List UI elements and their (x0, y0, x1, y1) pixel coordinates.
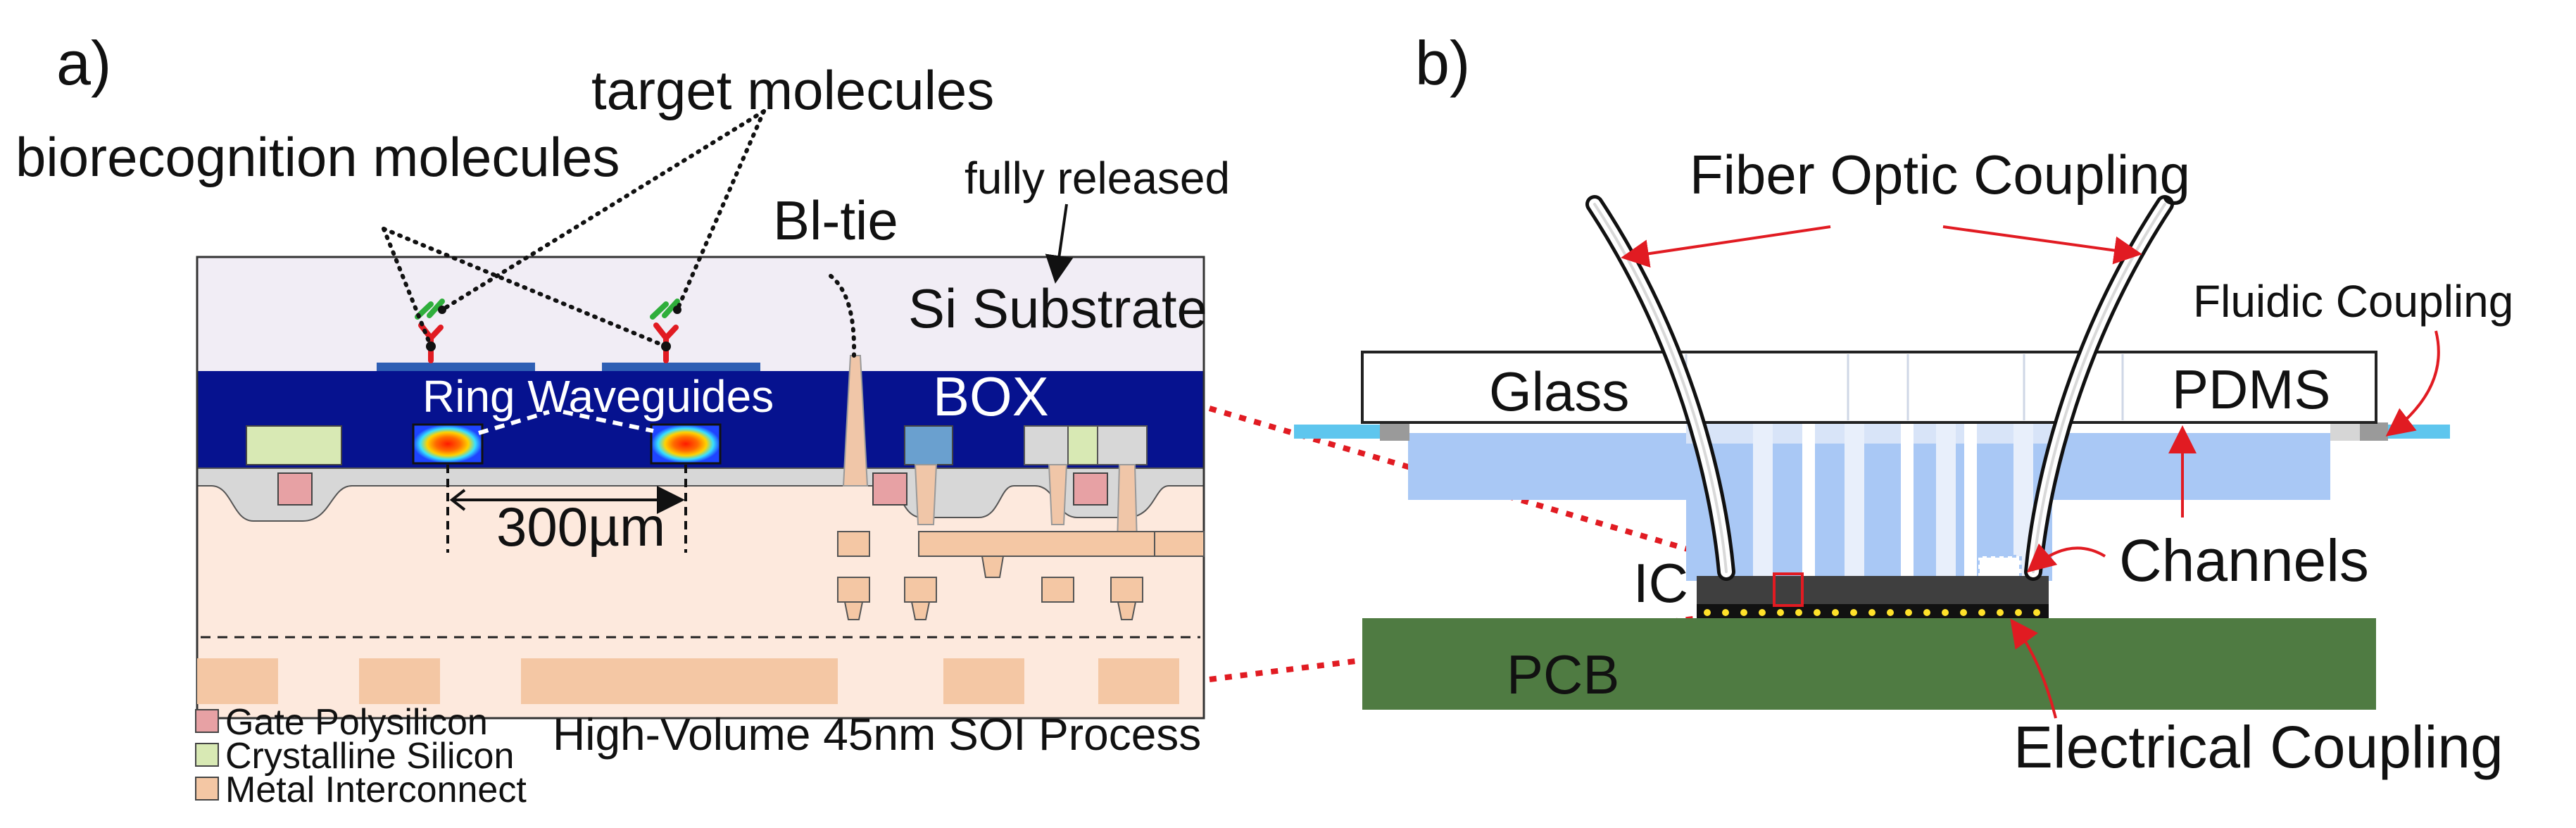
si-substrate-layer (196, 256, 1205, 375)
fiber-optic-coupling-label: Fiber Optic Coupling (1690, 144, 2190, 206)
legend-swatch-metal (195, 777, 219, 801)
pcb-board (1362, 618, 2376, 710)
crystalline-silicon-block (1067, 425, 1098, 465)
legend: Gate Polysilicon Crystalline Silicon Met… (195, 702, 527, 810)
panel-a-label: a) (56, 28, 111, 98)
waveguide-link (478, 410, 654, 435)
annotation-arrows (1621, 225, 2440, 719)
pdms-label: PDMS (2172, 358, 2330, 420)
legend-label: Crystalline Silicon (225, 736, 514, 777)
ic-label: IC (1633, 552, 1688, 614)
bottom-metal (1098, 658, 1179, 704)
gate-polysilicon (277, 472, 313, 506)
glass-pdms-layer (1361, 351, 2377, 424)
via (1048, 464, 1068, 525)
bottom-metal (521, 658, 838, 704)
fluidic-coupling-label: Fluidic Coupling (2193, 276, 2513, 327)
metal-interconnect (1041, 577, 1074, 603)
metal-interconnect (837, 577, 870, 603)
legend-swatch-crystalline (195, 743, 219, 767)
via (1117, 601, 1137, 620)
bottom-metal (359, 658, 440, 704)
box-label: BOX (933, 365, 1049, 427)
seal-block (2360, 422, 2388, 441)
via (914, 464, 938, 525)
fully-released-arrow (1045, 203, 1074, 284)
via (910, 601, 931, 620)
fully-released-label: fully released (965, 153, 1230, 203)
crystalline-silicon-block (904, 425, 953, 465)
glass-label: Glass (1489, 360, 1629, 422)
legend-label: Metal Interconnect (225, 770, 527, 810)
sensor-pad (602, 363, 760, 371)
spacing-label: 300µm (496, 496, 665, 558)
soi-cross-section (196, 256, 1205, 720)
metal-interconnect (918, 531, 1173, 557)
bottom-metal (943, 658, 1024, 704)
via (981, 556, 1005, 578)
electrical-coupling-label: Electrical Coupling (2013, 714, 2503, 780)
leader-lines (382, 109, 857, 358)
ic-chip (1697, 576, 2049, 604)
molecule-dot (426, 341, 436, 351)
device-block (1024, 425, 1069, 465)
target-molecules-label: target molecules (591, 59, 994, 121)
legend-swatch-gate (195, 709, 219, 733)
metal-interconnect (837, 531, 870, 557)
molecule-dot (438, 306, 446, 314)
seal-block (2330, 422, 2360, 441)
pcb-label: PCB (1507, 644, 1619, 705)
ring-waveguides-label: Ring Waveguides (422, 371, 774, 422)
gate-polysilicon (1073, 472, 1108, 506)
seal-block (1380, 422, 1409, 441)
metal-interconnect (1110, 577, 1143, 603)
bl-tie-label: Bl-tie (773, 189, 898, 251)
molecule-icon (650, 299, 680, 363)
zoom-box (1773, 572, 1804, 607)
via (843, 601, 864, 620)
legend-label: Gate Polysilicon (225, 702, 488, 743)
process-label: High-Volume 45nm SOI Process (553, 709, 1201, 760)
glass-segments (1685, 354, 2124, 420)
ring-waveguide-mode (650, 423, 722, 465)
fluidic-inlet (1294, 425, 1407, 439)
device-block (1097, 425, 1148, 465)
metal-interconnect (1154, 531, 1205, 557)
ring-waveguide-mode (412, 423, 484, 465)
metal-interconnect (904, 577, 937, 603)
crystalline-silicon-block (246, 425, 342, 465)
bl-tie-pillar (842, 355, 869, 487)
sensor-pad (377, 363, 535, 371)
solder-bumps (1704, 609, 2040, 616)
channels-label: Channels (2119, 527, 2369, 594)
biorecognition-molecules-label: biorecognition molecules (15, 126, 620, 188)
panel-b-label: b) (1415, 28, 1470, 98)
si-substrate-label: Si Substrate (908, 277, 1207, 339)
via (1116, 464, 1138, 543)
gate-polysilicon (872, 472, 907, 506)
bottom-metal (197, 658, 278, 704)
spacing-dimension (446, 465, 687, 553)
